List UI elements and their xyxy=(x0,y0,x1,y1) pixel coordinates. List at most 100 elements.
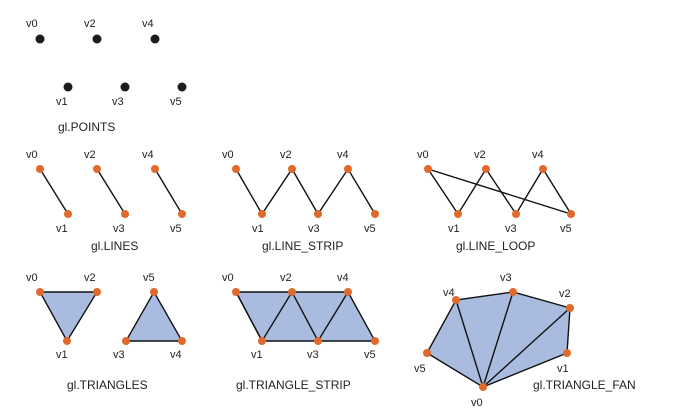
vertex-dot-v2 xyxy=(288,165,296,173)
vertex-dot-v3 xyxy=(120,82,130,92)
vertex-dot-v1 xyxy=(64,210,72,218)
vertex-dot-v1 xyxy=(63,82,73,92)
vertex-dot-v5 xyxy=(178,210,186,218)
vertex-label-v1: v1 xyxy=(252,223,264,235)
vertex-label-v3: v3 xyxy=(505,223,517,235)
vertex-label-v0: v0 xyxy=(26,149,38,161)
vertex-label-v3: v3 xyxy=(113,349,125,361)
vertex-dot-v3 xyxy=(121,210,129,218)
vertex-label-v1: v1 xyxy=(56,223,68,235)
vertex-dot-v5 xyxy=(423,349,431,357)
vertex-dot-v1 xyxy=(454,210,462,218)
vertex-dot-v1 xyxy=(563,349,571,357)
vertex-dot-v4 xyxy=(344,165,352,173)
vertex-dot-v3 xyxy=(314,337,322,345)
vertex-dot-v5 xyxy=(371,337,379,345)
vertex-label-v2: v2 xyxy=(84,149,96,161)
panel-triangle-fan: v0 v1 v2 v3 v4 v5 gl.TRIANGLE_FAN xyxy=(414,272,636,409)
strip-path xyxy=(235,167,376,216)
vertex-dot-v4 xyxy=(452,296,460,304)
vertex-dot-v4 xyxy=(539,165,547,173)
vertex-label-v4: v4 xyxy=(170,349,182,361)
vertex-label-v4: v4 xyxy=(337,272,349,284)
vertex-label-v3: v3 xyxy=(113,223,125,235)
vertex-dot-v0 xyxy=(36,165,44,173)
vertex-dot-v4 xyxy=(178,337,186,345)
vertex-label-v5: v5 xyxy=(364,349,376,361)
vertex-dot-v2 xyxy=(288,288,296,296)
triangle-v0-v1-v2 xyxy=(38,291,99,343)
vertex-label-v0: v0 xyxy=(26,272,38,284)
vertex-dot-v4 xyxy=(150,34,160,44)
vertex-label-v4: v4 xyxy=(443,287,455,299)
vertex-label-v3: v3 xyxy=(308,223,320,235)
vertex-dot-v3 xyxy=(122,337,130,345)
vertex-label-v5: v5 xyxy=(560,223,572,235)
vertex-dot-v3 xyxy=(512,210,520,218)
vertex-label-v5: v5 xyxy=(170,96,182,108)
vertex-dot-v1 xyxy=(258,210,266,218)
vertex-dot-v0 xyxy=(36,288,44,296)
vertex-dot-v0 xyxy=(232,288,240,296)
caption-line-strip: gl.LINE_STRIP xyxy=(262,239,343,253)
vertex-dot-v3 xyxy=(509,288,517,296)
vertex-dot-v1 xyxy=(63,337,71,345)
vertex-label-v5: v5 xyxy=(143,272,155,284)
caption-triangle-fan: gl.TRIANGLE_FAN xyxy=(533,378,636,392)
vertex-label-v3: v3 xyxy=(307,349,319,361)
vertex-dot-v0 xyxy=(232,165,240,173)
vertex-dot-v3 xyxy=(314,210,322,218)
vertex-label-v0: v0 xyxy=(222,149,234,161)
caption-line-loop: gl.LINE_LOOP xyxy=(456,239,535,253)
vertex-label-v0: v0 xyxy=(417,149,429,161)
vertex-dot-v5 xyxy=(371,210,379,218)
vertex-label-v4: v4 xyxy=(532,149,544,161)
vertex-dot-v0 xyxy=(35,34,45,44)
vertex-label-v4: v4 xyxy=(142,149,154,161)
vertex-dot-v5 xyxy=(567,210,575,218)
segment-v0-v1 xyxy=(39,168,69,215)
vertex-dot-v4 xyxy=(151,165,159,173)
fan-spoke-v0-v2 xyxy=(482,307,571,388)
vertex-label-v5: v5 xyxy=(170,223,182,235)
segment-v2-v3 xyxy=(96,168,126,215)
caption-triangles: gl.TRIANGLES xyxy=(67,378,148,392)
vertex-label-v4: v4 xyxy=(337,149,349,161)
panel-triangle-strip: v0 v2 v4 v1 v3 v5 gl.TRIANGLE_STRIP xyxy=(222,272,379,392)
vertex-dot-v2 xyxy=(92,34,102,44)
vertex-label-v0: v0 xyxy=(222,272,234,284)
vertex-dot-v2 xyxy=(482,165,490,173)
panel-points: v0 v2 v4 v1 v3 v5 gl.POINTS xyxy=(26,18,187,134)
segment-v4-v5 xyxy=(154,168,183,215)
caption-lines: gl.LINES xyxy=(91,239,138,253)
vertex-dot-v0 xyxy=(424,165,432,173)
vertex-label-v2: v2 xyxy=(280,149,292,161)
vertex-label-v2: v2 xyxy=(84,272,96,284)
vertex-label-v1: v1 xyxy=(56,96,68,108)
vertex-label-v3: v3 xyxy=(500,272,512,284)
vertex-dot-v2 xyxy=(93,288,101,296)
vertex-label-v2: v2 xyxy=(474,149,486,161)
panel-line-strip: v0 v2 v4 v1 v3 v5 gl.LINE_STRIP xyxy=(222,149,379,253)
vertex-dot-v5 xyxy=(177,82,187,92)
caption-triangle-strip: gl.TRIANGLE_STRIP xyxy=(236,378,351,392)
vertex-label-v1: v1 xyxy=(448,223,460,235)
vertex-label-v3: v3 xyxy=(112,96,124,108)
vertex-label-v1: v1 xyxy=(557,363,569,375)
vertex-label-v0: v0 xyxy=(471,397,483,409)
triangle-v3-v4-v5 xyxy=(124,290,184,342)
vertex-dot-v2 xyxy=(566,304,574,312)
panel-triangles: v0 v2 v1 v5 v3 v4 gl.TRIANGLES xyxy=(26,272,186,392)
vertex-label-v5: v5 xyxy=(414,363,426,375)
vertex-dot-v5 xyxy=(150,288,158,296)
vertex-dot-v0 xyxy=(479,383,487,391)
vertex-label-v5: v5 xyxy=(364,223,376,235)
vertex-label-v4: v4 xyxy=(142,18,154,30)
vertex-dot-v2 xyxy=(93,165,101,173)
vertex-label-v2: v2 xyxy=(280,272,292,284)
vertex-label-v2: v2 xyxy=(559,288,571,300)
vertex-label-v2: v2 xyxy=(84,18,96,30)
panel-line-loop: v0 v2 v4 v1 v3 v5 gl.LINE_LOOP xyxy=(417,149,575,253)
caption-points: gl.POINTS xyxy=(58,120,115,134)
